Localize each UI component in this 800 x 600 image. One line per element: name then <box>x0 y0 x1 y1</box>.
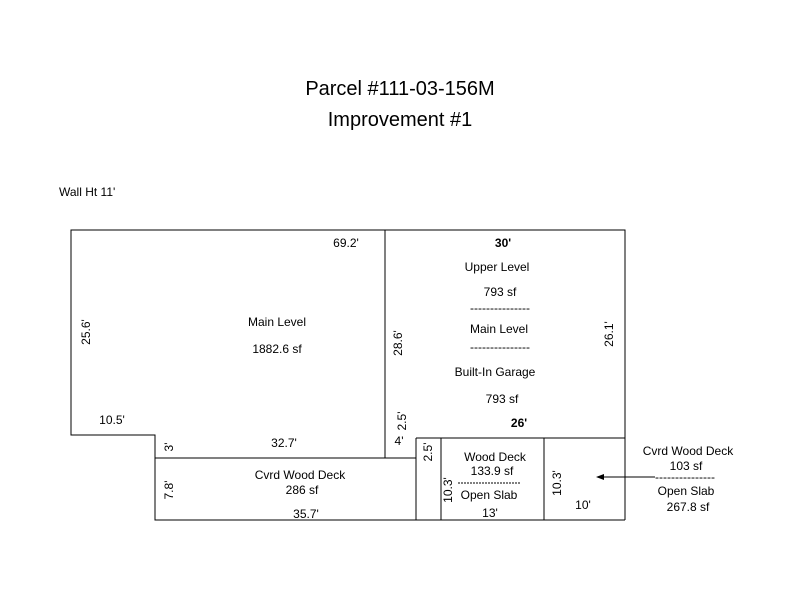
callout-divider: --------------- <box>655 470 715 484</box>
upper-divider: --------------- <box>470 301 530 315</box>
wood-deck-dim-left-small: 2.5' <box>421 442 435 462</box>
cvrd-deck-outline <box>154 458 625 521</box>
main-dim-bottom: 32.7' <box>271 436 297 450</box>
callout-slab-area: 267.8 sf <box>666 500 710 514</box>
garage-divider: --------------- <box>470 340 530 354</box>
garage-dim-top: 30' <box>494 236 512 250</box>
garage-area: 793 sf <box>485 392 519 406</box>
callout-deck-name: Cvrd Wood Deck <box>642 444 734 458</box>
cvrd-deck-area: 286 sf <box>285 483 319 497</box>
wood-deck-area: 133.9 sf <box>470 464 514 478</box>
wood-deck-name: Wood Deck <box>464 450 526 464</box>
built-in-garage-name: Built-In Garage <box>454 365 536 379</box>
wall-height-label: Wall Ht 11' <box>59 185 116 199</box>
garage-dim-small-h: 4' <box>394 434 404 448</box>
wood-deck-slab-name: Open Slab <box>460 488 518 502</box>
page-title: Parcel #111-03-156M <box>305 78 495 100</box>
garage-main-level-name: Main Level <box>469 322 529 336</box>
garage-dim-left: 28.6' <box>391 330 405 356</box>
callout-arrow-head <box>596 474 604 480</box>
cvrd-deck-dim-left: 7.8' <box>162 480 176 500</box>
callout-slab-name: Open Slab <box>657 484 715 498</box>
main-dim-top: 69.2' <box>333 236 359 250</box>
upper-level-name: Upper Level <box>464 260 530 274</box>
cvrd-deck-name: Cvrd Wood Deck <box>254 468 346 482</box>
wood-deck-dim-bottom: 13' <box>482 506 498 520</box>
garage-dim-small-v: 2.5' <box>395 411 409 431</box>
main-dim-step-h: 10.5' <box>99 413 125 427</box>
main-dim-left: 25.6' <box>79 319 93 345</box>
garage-block-outline <box>385 229 626 439</box>
main-level-outline <box>70 229 416 459</box>
page-subtitle: Improvement #1 <box>327 109 473 131</box>
garage-dim-bottom: 26' <box>510 416 528 430</box>
right-box-dim-bottom: 10' <box>575 498 591 512</box>
upper-level-area: 793 sf <box>483 285 517 299</box>
wood-deck-dim-left: 10.3' <box>441 477 455 503</box>
callout-deck-area: 103 sf <box>669 459 703 473</box>
main-level-area: 1882.6 sf <box>252 342 302 356</box>
main-dim-step-v: 3' <box>162 442 176 452</box>
garage-dim-right: 26.1' <box>602 321 616 347</box>
cvrd-deck-dim-bottom: 35.7' <box>293 507 319 521</box>
main-level-name: Main Level <box>247 315 307 329</box>
right-box-dim-left: 10.3' <box>550 470 564 496</box>
